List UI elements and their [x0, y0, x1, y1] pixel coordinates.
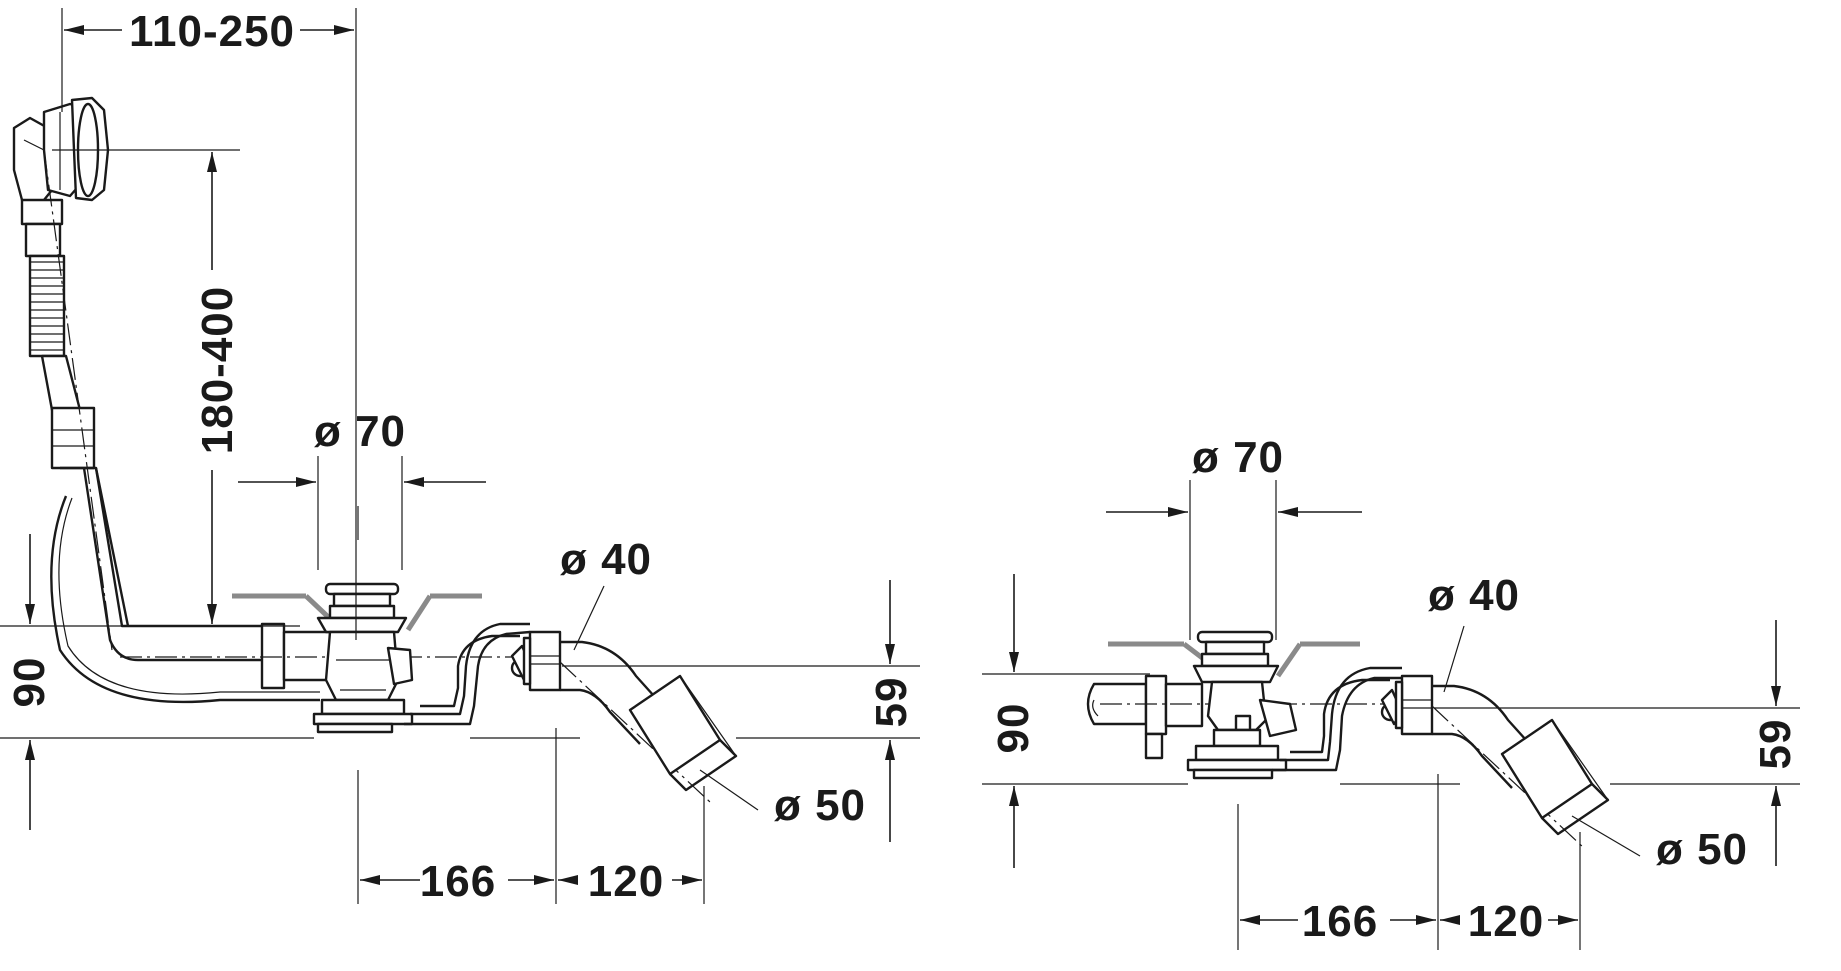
left-label-outlet-diameter: ø 50: [774, 781, 866, 830]
left-label-outlet-height: 59: [867, 677, 916, 728]
left-dim-outlet-diameter: ø 50: [699, 769, 866, 830]
left-dim-pipe-diameter: ø 40: [560, 535, 652, 651]
right-inlet-stub: [1086, 674, 1420, 760]
left-label-elbow-to-outlet: 120: [588, 857, 664, 906]
left-label-overflow-offset: 110-250: [129, 7, 295, 56]
right-label-elbow-to-outlet: 120: [1468, 897, 1544, 946]
right-dim-pipe-diameter: ø 40: [1428, 571, 1520, 693]
left-label-drain-diameter: ø 70: [314, 407, 406, 456]
left-overflow-head: [12, 96, 240, 207]
right-label-center-to-elbow: 166: [1302, 897, 1378, 946]
left-bowden-cable: [50, 495, 320, 704]
right-label-drain-diameter: ø 70: [1192, 433, 1284, 482]
right-dim-drain-diameter: ø 70: [1106, 433, 1362, 640]
right-drain-valve: [1186, 630, 1298, 780]
left-drain-valve: [312, 582, 414, 734]
right-outlet-trap: [1272, 666, 1610, 849]
right-label-outlet-height: 59: [1751, 719, 1800, 770]
left-view: 110-250 180-400 ø 70 ø 40 ø 50: [0, 7, 920, 906]
left-label-center-to-elbow: 166: [420, 857, 496, 906]
right-label-total-height: 90: [989, 703, 1038, 754]
right-dim-total-height: 90: [982, 574, 1460, 868]
left-dim-total-height: 90: [0, 534, 580, 830]
right-dim-outlet-height: 59: [1434, 620, 1800, 866]
left-dim-overflow-offset: 110-250: [61, 7, 357, 640]
left-tub-surface: [232, 593, 482, 632]
left-outlet-trap: [404, 622, 738, 803]
left-dim-overflow-height: 180-400: [193, 152, 242, 624]
right-label-pipe-diameter: ø 40: [1428, 571, 1520, 620]
left-label-overflow-height: 180-400: [193, 286, 242, 454]
right-view: ø 70 ø 40 ø 50 90 59: [982, 433, 1800, 950]
left-dim-horizontal: 166 120: [357, 728, 705, 906]
right-label-outlet-diameter: ø 50: [1656, 825, 1748, 874]
left-label-total-height: 90: [5, 657, 54, 708]
left-label-pipe-diameter: ø 40: [560, 535, 652, 584]
right-dim-outlet-diameter: ø 50: [1571, 815, 1748, 874]
right-dim-horizontal: 166 120: [1237, 774, 1581, 950]
left-dim-drain-diameter: ø 70: [238, 407, 486, 570]
left-dim-outlet-height: 59: [562, 580, 920, 842]
